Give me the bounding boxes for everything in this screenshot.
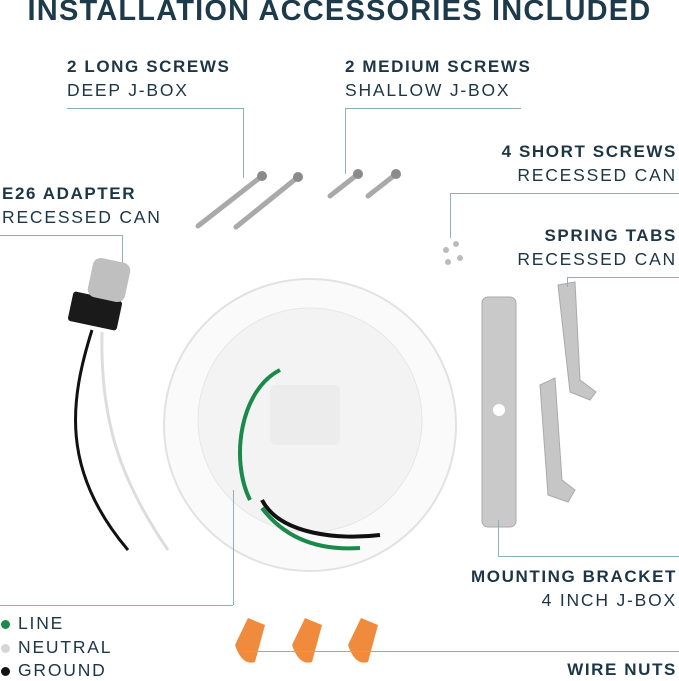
leader-line — [567, 277, 679, 278]
medium-screw-icon — [365, 169, 401, 199]
wire-nut-icon — [235, 618, 265, 663]
page-title: INSTALLATION ACCESSORIES INCLUDED — [27, 0, 652, 27]
legend-label: GROUND — [18, 660, 107, 680]
leader-line — [243, 108, 244, 178]
long-screws-subtitle: DEEP J-BOX — [67, 80, 189, 100]
leader-line — [233, 490, 234, 605]
mounting-bracket-icon — [481, 296, 517, 528]
leader-line — [0, 235, 122, 236]
legend-item-neutral: NEUTRAL — [1, 637, 112, 658]
e26-adapter-title: E26 ADAPTER — [2, 184, 137, 203]
long-screw-icon — [233, 172, 303, 230]
short-screws-title: 4 SHORT SCREWS — [501, 142, 677, 161]
short-screws-subtitle: RECESSED CAN — [517, 165, 677, 185]
black-dot-icon — [1, 666, 10, 676]
leader-line — [245, 651, 679, 652]
e26-adapter-icon — [67, 257, 170, 551]
gray-dot-icon — [1, 643, 10, 653]
long-screws-title: 2 LONG SCREWS — [67, 57, 231, 76]
spring-tab-icon — [557, 281, 597, 401]
legend-item-line: LINE — [1, 613, 64, 634]
leader-line — [498, 520, 499, 556]
green-dot-icon — [1, 619, 10, 629]
medium-screw-icon — [327, 169, 363, 199]
light-fixture-icon — [163, 278, 457, 572]
legend-label: NEUTRAL — [18, 637, 113, 657]
leader-line — [0, 605, 233, 606]
spring-tabs-title: SPRING TABS — [544, 226, 677, 245]
wire-nuts-title: WIRE NUTS — [567, 660, 677, 679]
mounting-bracket-title: MOUNTING BRACKET — [471, 567, 677, 586]
legend-label: LINE — [18, 613, 65, 633]
spring-tab-icon — [539, 377, 576, 503]
leader-line — [122, 235, 123, 263]
mounting-bracket-subtitle: 4 INCH J-BOX — [541, 590, 677, 610]
spring-tabs-subtitle: RECESSED CAN — [517, 249, 677, 269]
long-screw-icon — [195, 171, 267, 229]
wire-nut-icon — [348, 618, 378, 663]
medium-screws-title: 2 MEDIUM SCREWS — [345, 57, 532, 76]
leader-line — [450, 193, 451, 238]
medium-screws-subtitle: SHALLOW J-BOX — [345, 80, 511, 100]
legend-item-ground: GROUND — [1, 660, 107, 681]
short-screws-icon — [443, 241, 463, 265]
e26-adapter-subtitle: RECESSED CAN — [2, 207, 162, 227]
leader-line — [450, 193, 679, 194]
leader-line — [567, 277, 568, 287]
leader-line — [345, 108, 346, 174]
leader-line — [345, 108, 521, 109]
leader-line — [498, 556, 679, 557]
wire-nut-icon — [292, 618, 322, 663]
leader-line — [67, 108, 243, 109]
